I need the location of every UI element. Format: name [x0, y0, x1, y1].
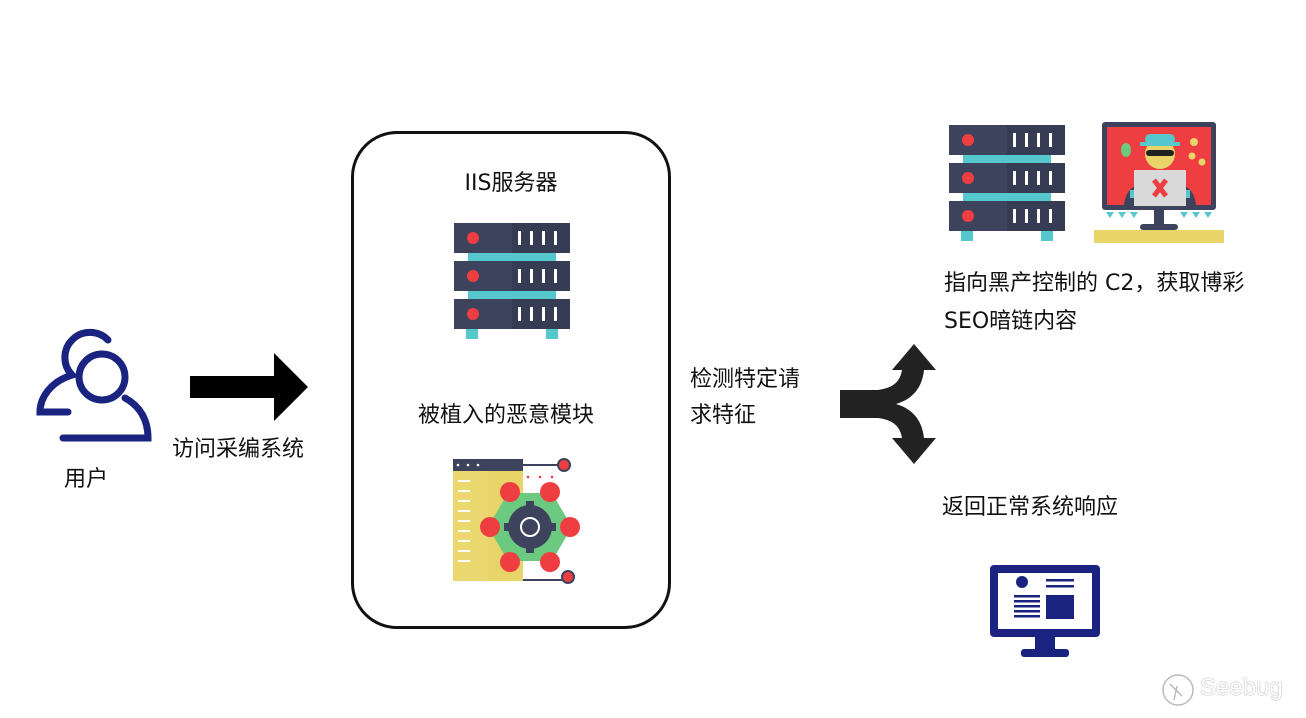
detect-line-2: 求特征: [690, 403, 757, 428]
c2-server-icon: [949, 125, 1065, 241]
module-label: 被植入的恶意模块: [417, 403, 594, 428]
malicious-line-2: SEO暗链内容: [944, 309, 1078, 334]
split-arrow-icon: [840, 344, 936, 464]
access-label: 访问采编系统: [172, 437, 305, 462]
monitor-icon: [990, 565, 1100, 657]
hacker-icon: [1094, 122, 1224, 243]
watermark-text: Seebug: [1200, 674, 1283, 701]
normal-response-label: 返回正常系统响应: [942, 495, 1119, 520]
server-icon: [454, 223, 570, 339]
seebug-logo-icon: [1162, 674, 1194, 706]
iis-server-box: [351, 131, 671, 629]
user-label: 用户: [64, 467, 109, 492]
detect-line-1: 检测特定请: [690, 367, 801, 392]
users-icon: [36, 328, 152, 442]
iis-title: IIS服务器: [464, 171, 558, 196]
malicious-module-icon: [453, 458, 580, 584]
right-arrow-icon: [190, 353, 308, 421]
malicious-line-1: 指向黑产控制的 C2，获取博彩: [944, 271, 1245, 296]
